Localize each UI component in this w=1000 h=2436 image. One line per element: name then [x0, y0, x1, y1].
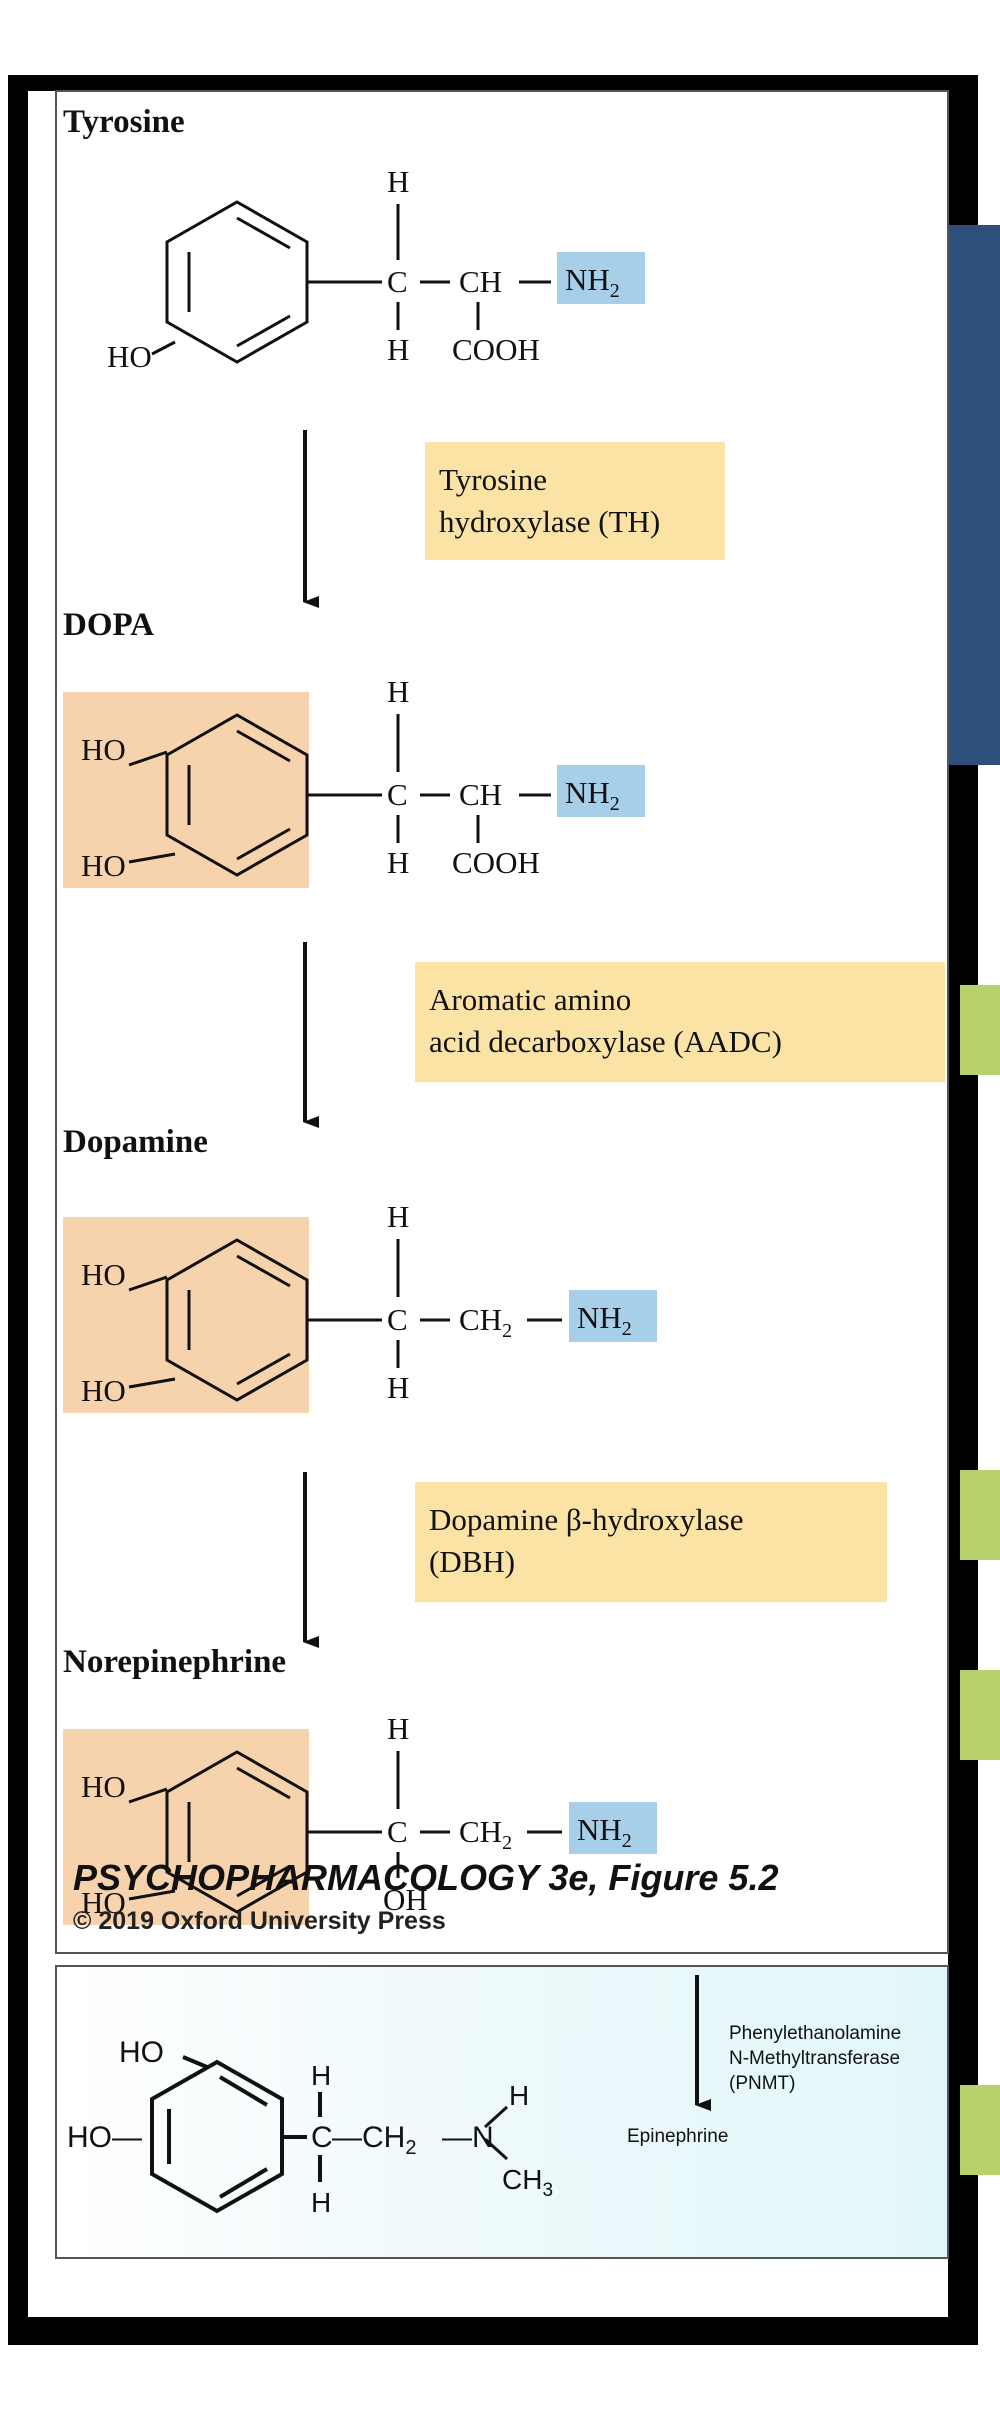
amine-label: NH2 — [577, 1300, 632, 1340]
ch2-label: CH2 — [459, 1302, 512, 1342]
tyrosine-structure: HO H C H CH COOH NH2 — [107, 164, 645, 374]
h-label: H — [387, 164, 409, 199]
step-name-dopa: DOPA — [63, 607, 154, 643]
epinephrine-panel: HO HO— H C H —CH2 —N H CH3 Phenylethanol… — [55, 1965, 949, 2259]
bullet-marker-2 — [960, 1470, 1000, 1560]
slide-accent-bar — [948, 225, 1000, 765]
hydroxyl-label: HO — [81, 1769, 126, 1804]
ch2-chain: —CH2 — [332, 2121, 416, 2159]
step-name-dopamine: Dopamine — [63, 1124, 208, 1160]
catecholamine-synthesis-figure: Tyrosine HO H C H CH COOH NH2 Tyrosine h… — [55, 90, 949, 1954]
enzyme-label: Tyrosine — [439, 462, 547, 497]
h-label: H — [387, 332, 409, 367]
bullet-marker-4 — [960, 2085, 1000, 2175]
enzyme-label: hydroxylase (TH) — [439, 504, 660, 539]
h-label: H — [311, 2187, 331, 2218]
hydroxyl-label: HO — [81, 732, 126, 767]
catechol-highlight — [63, 1217, 309, 1413]
amine-highlight — [569, 1802, 657, 1854]
epinephrine-structure: HO HO— H C H —CH2 —N H CH3 Phenylethanol… — [67, 1975, 901, 2218]
enzyme-label: Dopamine β-hydroxylase — [429, 1502, 744, 1537]
c-label: C — [311, 2121, 333, 2154]
enzyme-box-th — [425, 442, 725, 560]
dopamine-structure: HO HO H C H CH2 NH2 — [63, 1199, 657, 1413]
enzyme-label-pnmt: Phenylethanolamine — [729, 2023, 901, 2044]
hydroxyl-label: HO — [81, 1257, 126, 1292]
amine-highlight — [557, 252, 645, 304]
step-name-tyrosine: Tyrosine — [63, 104, 185, 140]
bullet-marker-1 — [960, 985, 1000, 1075]
bullet-marker-3 — [960, 1670, 1000, 1760]
carboxyl-label: COOH — [452, 845, 540, 880]
c-label: C — [387, 1814, 408, 1849]
amine-label: NH2 — [565, 262, 620, 302]
catechol-highlight — [63, 1729, 309, 1925]
product-label-epinephrine: Epinephrine — [627, 2126, 728, 2147]
enzyme-label: Aromatic amino — [429, 982, 631, 1017]
h-label: H — [387, 845, 409, 880]
amine-label: NH2 — [577, 1812, 632, 1852]
methyl-label: CH3 — [502, 2164, 553, 2201]
amine-highlight — [569, 1290, 657, 1342]
hydroxyl-label: HO — [81, 848, 126, 883]
h-label: H — [387, 674, 409, 709]
amine-label: NH2 — [565, 775, 620, 815]
enzyme-label: (DBH) — [429, 1544, 515, 1579]
pathway-diagram: Tyrosine HO H C H CH COOH NH2 Tyrosine h… — [63, 104, 945, 1925]
enzyme-label-pnmt: (PNMT) — [729, 2073, 795, 2094]
ch-label: CH — [459, 777, 502, 812]
hydroxyl-label: HO — [81, 1373, 126, 1408]
h-label: H — [509, 2080, 529, 2111]
h-label: H — [387, 1199, 409, 1234]
carboxyl-label: COOH — [452, 332, 540, 367]
ch2-label: CH2 — [459, 1814, 512, 1854]
c-label: C — [387, 1302, 408, 1337]
hydroxyl-label: HO — [81, 1885, 126, 1920]
dopa-structure: HO HO H C H CH COOH NH2 — [63, 674, 645, 888]
ch-label: CH — [459, 264, 502, 299]
hydroxyl-label: HO — [107, 339, 152, 374]
h-label: H — [311, 2060, 331, 2091]
step-name-norepinephrine: Norepinephrine — [63, 1644, 286, 1680]
catechol-highlight — [63, 692, 309, 888]
c-label: C — [387, 777, 408, 812]
oh-label: OH — [383, 1882, 428, 1917]
h-label: H — [387, 1370, 409, 1405]
benzene-ring — [150, 2059, 284, 2214]
amine-highlight — [557, 765, 645, 817]
enzyme-label: acid decarboxylase (AADC) — [429, 1024, 782, 1059]
figure-credit-copyright: © 2019 Oxford University Press — [73, 1907, 446, 1935]
enzyme-label-pnmt: N-Methyltransferase — [729, 2048, 900, 2069]
norepinephrine-structure: HO HO H C OH CH2 NH2 — [63, 1711, 657, 1925]
figure-credit-title: PSYCHOPHARMACOLOGY 3e, Figure 5.2 — [73, 1857, 779, 1898]
enzyme-box-aadc — [415, 962, 945, 1082]
hydroxyl-label: HO — [119, 2036, 164, 2069]
enzyme-box-dbh — [415, 1482, 887, 1602]
h-label: H — [387, 1711, 409, 1746]
hydroxyl-label: HO— — [67, 2121, 142, 2154]
c-label: C — [387, 264, 408, 299]
